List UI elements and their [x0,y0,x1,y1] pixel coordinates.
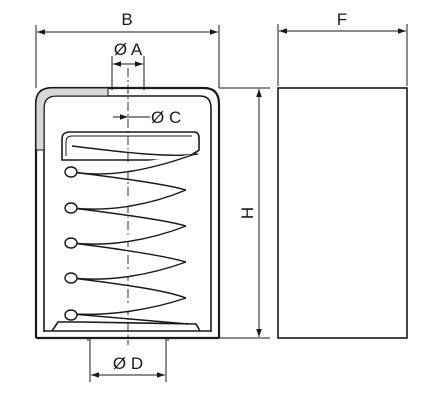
coil-turn-7 [71,242,187,263]
dim-b-label: B [121,10,132,29]
tank-outer-shell [34,86,221,338]
dimension-b: B [35,10,220,88]
dimension-f: F [277,10,408,86]
dimension-c: Ø C [113,108,181,127]
dim-d-label: Ø D [113,354,143,373]
coil-end-1 [64,166,78,178]
tank-front-view [34,86,221,341]
coil-turn-10 [71,297,187,316]
coil-turn-5 [71,207,187,227]
dimension-a: Ø A [111,40,145,90]
heat-exchanger-coil [51,145,201,332]
coil-turn-6 [71,225,187,245]
coil-end-4 [64,272,78,284]
coil-turn-8 [71,261,187,280]
coil-turn-3 [71,171,187,191]
coil-turn-2 [71,153,196,175]
tank-side-view [277,87,408,339]
coil-end-2 [64,202,78,214]
coil-turn-1 [71,145,199,156]
dim-a-label: Ø A [114,40,143,59]
coil-end-5 [64,309,78,321]
insulation-hatch [35,87,109,151]
dim-f-label: F [337,10,347,29]
dim-h-label: H [238,207,257,219]
dimension-d: Ø D [89,338,167,382]
coil-cap-inner [65,135,192,156]
dimension-h: H [219,87,270,339]
coil-base-plate [51,321,201,332]
coil-turn-9 [71,277,187,299]
dim-c-label: Ø C [151,108,181,127]
coil-turn-4 [71,189,187,210]
coil-end-3 [64,237,78,249]
